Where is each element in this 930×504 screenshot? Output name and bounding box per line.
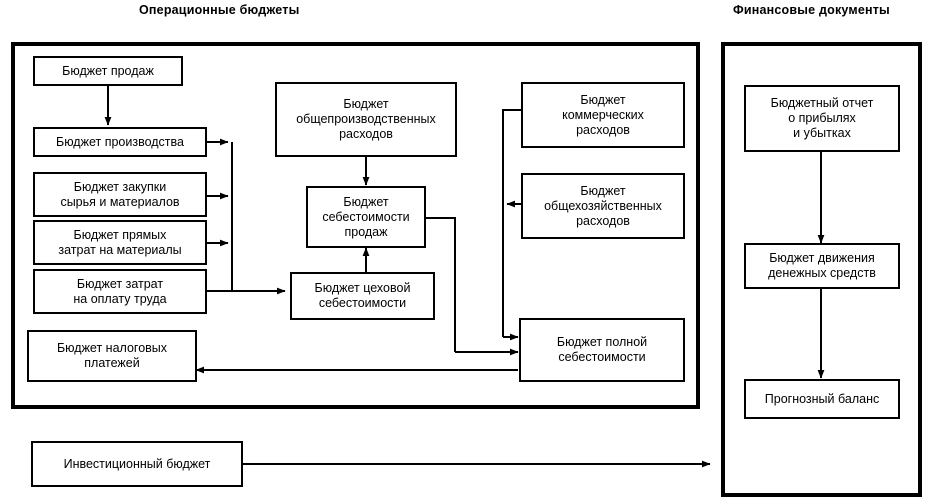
node-overhead-expenses-budget[interactable]: Бюджет общепроизводственных расходов <box>275 82 457 157</box>
node-cash-flow-budget[interactable]: Бюджет движения денежных средств <box>744 243 900 289</box>
node-forecast-balance[interactable]: Прогнозный баланс <box>744 379 900 419</box>
node-production-budget[interactable]: Бюджет производства <box>33 127 207 157</box>
node-labor-costs-budget[interactable]: Бюджет затрат на оплату труда <box>33 269 207 314</box>
node-general-business-expenses-budget[interactable]: Бюджет общехозяйственных расходов <box>521 173 685 239</box>
edge-cost-of-sales-to-full-cost-path <box>425 217 456 352</box>
node-sales-budget[interactable]: Бюджет продаж <box>33 56 183 86</box>
node-full-cost-budget[interactable]: Бюджет полной себестоимости <box>519 318 685 382</box>
section-title-operational-budgets: Операционные бюджеты <box>139 3 300 17</box>
node-profit-loss-report[interactable]: Бюджетный отчет о прибылях и убытках <box>744 85 900 152</box>
edge-commercial-vertical <box>502 109 522 337</box>
node-shop-cost-budget[interactable]: Бюджет цеховой себестоимости <box>290 272 435 320</box>
section-title-financial-documents: Финансовые документы <box>733 3 890 17</box>
node-raw-materials-purchase-budget[interactable]: Бюджет закупки сырья и материалов <box>33 172 207 217</box>
node-tax-payments-budget[interactable]: Бюджет налоговых платежей <box>27 330 197 382</box>
node-cost-of-sales-budget[interactable]: Бюджет себестоимости продаж <box>306 186 426 248</box>
node-investment-budget[interactable]: Инвестиционный бюджет <box>31 441 243 487</box>
node-direct-material-costs-budget[interactable]: Бюджет прямых затрат на материалы <box>33 220 207 265</box>
node-commercial-expenses-budget[interactable]: Бюджет коммерческих расходов <box>521 82 685 148</box>
